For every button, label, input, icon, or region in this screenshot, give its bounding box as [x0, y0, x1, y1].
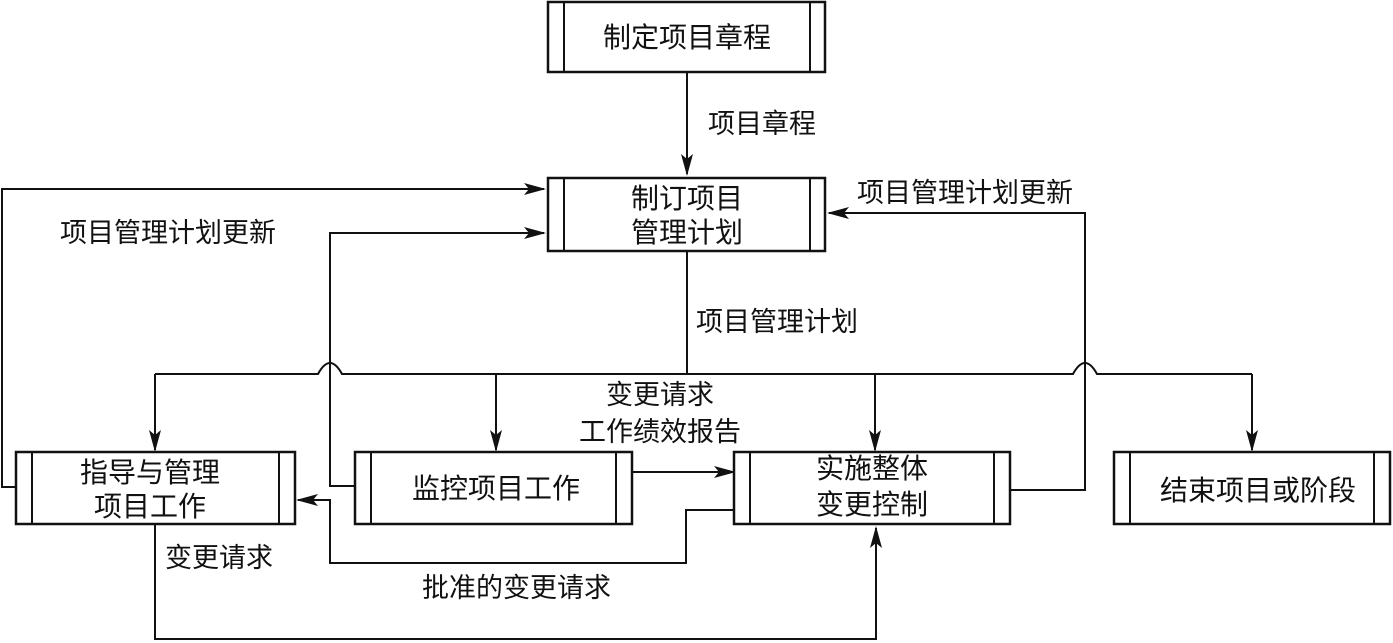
node-direct-manage-line-1: 指导与管理 — [80, 456, 220, 489]
node-direct-manage-work: 指导与管理 项目工作 — [14, 450, 297, 526]
label-change-requests-left: 变更请求 — [165, 543, 273, 574]
edge-plan-bus — [155, 362, 1252, 375]
node-develop-plan-line-2: 管理计划 — [631, 216, 743, 249]
label-approved-change-requests: 批准的变更请求 — [422, 573, 611, 604]
label-plan-updates-right: 项目管理计划更新 — [857, 178, 1073, 209]
label-change-requests-reports-line-1: 变更请求 — [606, 380, 714, 411]
edge-change-to-plan-updates — [827, 207, 1086, 491]
label-project-charter: 项目章程 — [708, 109, 816, 140]
node-close-project-phase: 结束项目或阶段 — [1112, 450, 1392, 526]
node-direct-manage-line-2: 项目工作 — [94, 490, 206, 523]
label-project-plan: 项目管理计划 — [696, 307, 858, 338]
edge-monitor-to-plan-updates — [329, 227, 546, 487]
edge-direct-to-plan-updates — [1, 183, 546, 488]
edge-approved-changes — [296, 494, 734, 564]
node-develop-charter: 制定项目章程 — [546, 0, 827, 74]
node-integrated-change-line-2: 变更控制 — [816, 488, 928, 521]
node-monitor-control-work: 监控项目工作 — [353, 450, 634, 526]
label-change-requests-reports-line-2: 工作绩效报告 — [579, 417, 741, 448]
edge-direct-change-requests — [154, 524, 882, 640]
node-develop-plan-line-1: 制订项目 — [631, 182, 743, 215]
node-close-project-line-1: 结束项目或阶段 — [1160, 474, 1356, 507]
node-integrated-change-line-1: 实施整体 — [816, 452, 928, 485]
label-plan-updates-left: 项目管理计划更新 — [60, 218, 276, 249]
node-develop-plan: 制订项目 管理计划 — [546, 176, 827, 253]
node-develop-charter-line-1: 制定项目章程 — [603, 21, 771, 54]
node-monitor-control-line-1: 监控项目工作 — [412, 472, 580, 505]
node-integrated-change-control: 实施整体 变更控制 — [732, 450, 1012, 526]
